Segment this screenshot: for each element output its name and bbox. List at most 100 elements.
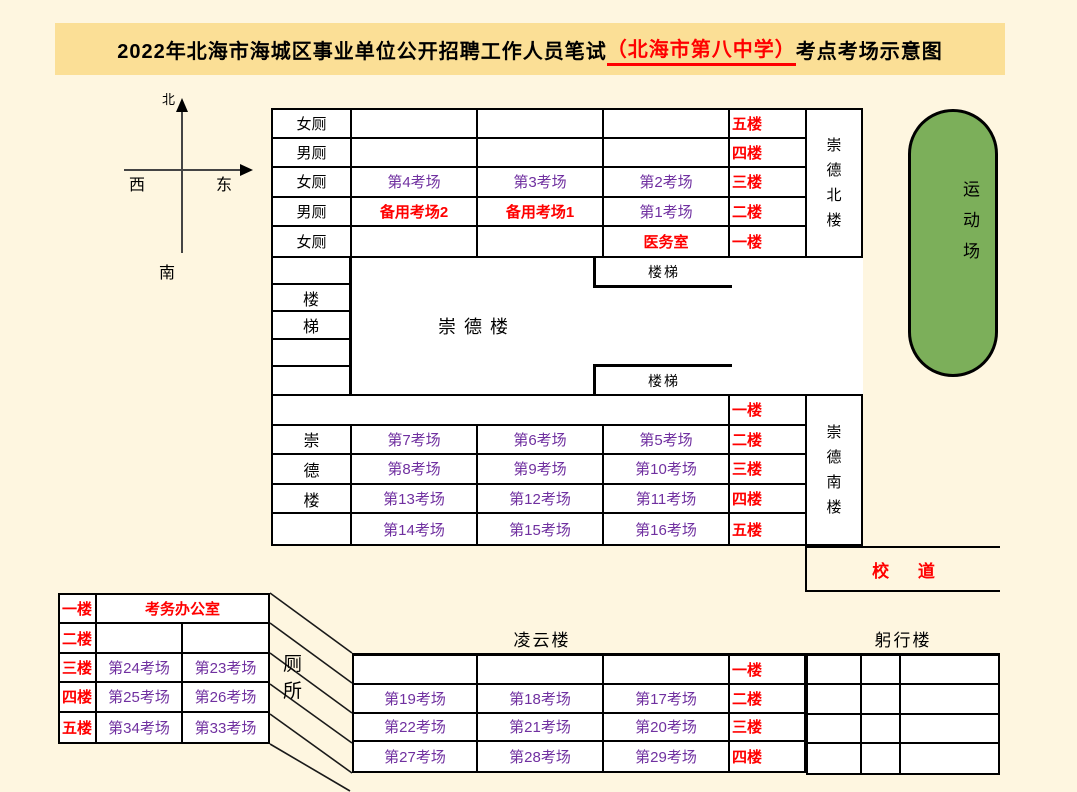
empty-cell [901, 685, 998, 715]
empty-cell [808, 714, 862, 744]
empty-cell [862, 714, 901, 744]
floor-cell: 五楼 [732, 521, 763, 539]
exam-office-cell: 考务办公室 [97, 595, 268, 625]
room-cell: 第11考场 [604, 484, 730, 515]
empty-cell [862, 743, 901, 773]
empty-cell [862, 685, 901, 715]
room-cell: 第17考场 [604, 684, 730, 714]
compass-west-label: 西 [129, 177, 146, 194]
stairs-column: 楼 梯 [271, 258, 352, 394]
room-cell: 第12考场 [478, 484, 604, 515]
room-cell: 第1考场 [604, 197, 730, 227]
empty-cell [352, 139, 478, 169]
compass-south-label: 南 [159, 265, 176, 282]
room-cell: 第27考场 [354, 742, 478, 771]
floor-cell: 四楼 [730, 485, 805, 515]
stairs-box-bottom: 楼梯 [593, 364, 732, 394]
floor-cell: 一楼 [732, 233, 763, 251]
empty-cell [478, 139, 604, 169]
compass-east-label: 东 [216, 177, 233, 194]
floor-cell: 二楼 [60, 624, 97, 654]
empty-cell [808, 685, 862, 715]
floor-cell: 三楼 [730, 168, 805, 198]
room-cell: 第26考场 [183, 683, 268, 713]
toilet-cell: 女厕 [273, 226, 352, 256]
room-cell: 第19考场 [354, 684, 478, 714]
gongxing-building-title: 躬行楼 [874, 631, 932, 650]
toilet-cell: 男厕 [273, 139, 352, 169]
empty-cell [901, 744, 998, 773]
school-road: 校 道 [805, 546, 1000, 592]
room-cell: 第22考场 [354, 713, 478, 743]
medical-room-cell: 医务室 [604, 226, 730, 256]
toilet-cell: 女厕 [273, 168, 352, 198]
room-cell: 第4考场 [352, 168, 478, 198]
backup-room-cell: 备用考场1 [478, 197, 604, 227]
empty-cell [604, 110, 730, 140]
stairs-box-top: 楼梯 [593, 258, 732, 288]
compass-north-arrow [176, 98, 188, 112]
empty-cell [478, 656, 604, 685]
lingyun-building-title: 凌云楼 [513, 631, 571, 650]
room-cell: 第21考场 [478, 713, 604, 743]
sports-field-label: 运动场 [963, 180, 980, 261]
chongde-building-name: 崇德楼 [438, 317, 516, 337]
empty-cell [97, 624, 183, 654]
floor-cell: 一楼 [730, 396, 805, 426]
merged-empty-cell [273, 396, 730, 426]
floor-cell: 三楼 [730, 714, 804, 743]
empty-cell [862, 656, 901, 686]
office-building-table: 一楼 考务办公室 二楼 三楼 第24考场 第23考场 四楼 第25考场 第26考… [58, 593, 270, 744]
room-cell: 第33考场 [194, 719, 257, 737]
room-cell: 第5考场 [604, 425, 730, 456]
room-cell: 第13考场 [352, 484, 478, 515]
floor-cell: 一楼 [60, 595, 97, 625]
room-cell: 第15考场 [478, 514, 604, 544]
empty-cell [478, 110, 604, 140]
building-label-char [273, 514, 352, 544]
title-suffix: 考点考场示意图 [795, 40, 943, 63]
room-cell: 第18考场 [478, 684, 604, 714]
compass-east-arrow [240, 164, 253, 176]
room-cell: 第10考场 [604, 455, 730, 485]
building-label-char: 德 [273, 455, 352, 485]
title-prefix: 2022年北海市海城区事业单位公开招聘工作人员笔试 [117, 40, 607, 63]
floor-cell: 一楼 [730, 656, 804, 685]
stairs-char: 楼 [273, 285, 349, 313]
empty-cell [352, 226, 478, 256]
empty-cell [901, 656, 998, 686]
empty-cell [354, 656, 478, 685]
floor-cell: 五楼 [60, 712, 97, 742]
room-cell: 第14考场 [352, 514, 478, 544]
floor-cell: 三楼 [60, 653, 97, 684]
room-cell: 第24考场 [97, 653, 183, 684]
room-cell: 第6考场 [478, 425, 604, 456]
sports-field: 运动场 [908, 109, 998, 377]
empty-cell [352, 110, 478, 140]
room-cell: 第2考场 [604, 168, 730, 198]
backup-room-cell: 备用考场2 [352, 197, 478, 227]
room-cell: 第34考场 [97, 712, 183, 742]
compass-north-label: 北 [162, 92, 176, 107]
stairs-sub-cell [273, 367, 349, 394]
north-building-table: 女厕 五楼 男厕 四楼 女厕 第4考场 第3考场 第2考场 三楼 男厕 备用考场… [271, 108, 807, 258]
building-label-char: 楼 [273, 484, 352, 515]
stairs-char: 梯 [273, 312, 349, 340]
empty-cell [604, 139, 730, 169]
room-cell: 第28考场 [478, 742, 604, 771]
room-cell: 第3考场 [478, 168, 604, 198]
floor-cell: 四楼 [730, 139, 805, 169]
stairs-sub-cell [273, 258, 349, 286]
floor-cell: 五楼 [730, 110, 805, 140]
room-cell: 第9考场 [478, 455, 604, 485]
empty-cell [901, 715, 998, 744]
empty-cell [604, 656, 730, 685]
toilet-cell: 女厕 [273, 110, 352, 140]
toilet-corridor-hatching [269, 592, 353, 792]
title-school-highlight: （北海市第八中学） [606, 33, 796, 66]
stairs-sub-cell [273, 340, 349, 367]
room-cell: 第8考场 [352, 455, 478, 485]
room-cell: 第16考场 [604, 514, 730, 544]
floor-cell: 二楼 [730, 426, 805, 456]
